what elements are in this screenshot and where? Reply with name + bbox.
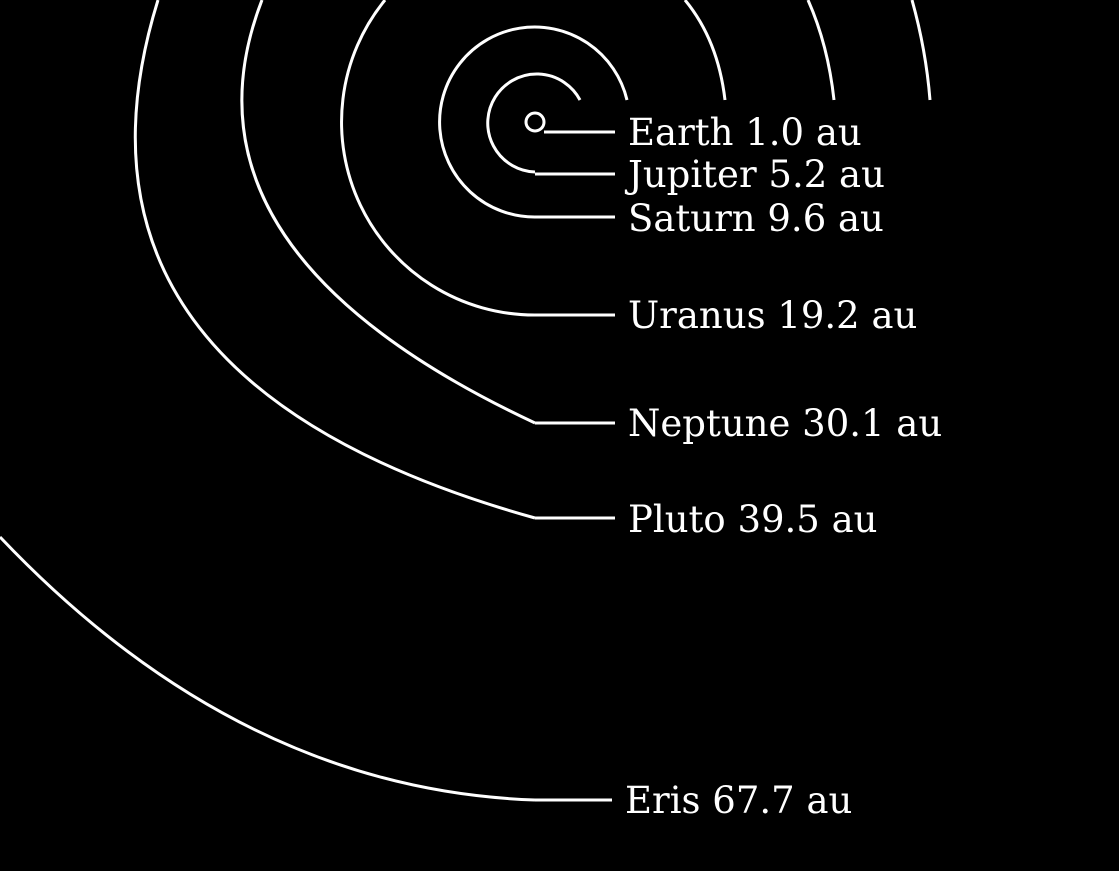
orbit-arc-jupiter [486,72,582,174]
label-neptune-name: Neptune [628,402,790,445]
label-earth-distance: 1.0 au [745,111,862,154]
label-saturn-name: Saturn [628,197,756,240]
label-earth: Earth 1.0 au [628,111,862,154]
label-uranus-name: Uranus [628,294,766,337]
label-pluto: Pluto 39.5 au [628,498,878,541]
label-uranus: Uranus 19.2 au [628,294,917,337]
label-saturn-distance: 9.6 au [767,197,884,240]
label-neptune: Neptune 30.1 au [628,402,942,445]
orbit-arc-pluto [133,0,536,520]
label-jupiter-name: Jupiter [624,153,757,196]
label-neptune-distance: 30.1 au [802,402,942,445]
label-eris: Eris 67.7 au [625,779,852,822]
orbit-arc-uranus-right [683,0,727,101]
orbit-ring-earth [524,111,546,133]
leader-lines [535,130,615,802]
orbit-labels: Earth 1.0 au Jupiter 5.2 au Saturn 9.6 a… [624,111,942,822]
orbit-arcs [0,0,932,802]
orbit-arc-uranus [340,0,536,317]
label-uranus-distance: 19.2 au [777,294,917,337]
label-eris-name: Eris [625,779,701,822]
orbit-arc-pluto-right [910,0,932,101]
label-saturn: Saturn 9.6 au [628,197,884,240]
label-pluto-name: Pluto [628,498,726,541]
orbit-arc-eris [0,535,536,802]
label-jupiter-distance: 5.2 au [768,153,885,196]
label-earth-name: Earth [628,111,733,154]
orbit-arc-neptune-right [806,0,836,101]
label-eris-distance: 67.7 au [712,779,852,822]
label-jupiter: Jupiter 5.2 au [624,153,885,196]
label-pluto-distance: 39.5 au [737,498,877,541]
orbit-arc-saturn [438,25,629,219]
orbit-arc-neptune [240,0,536,425]
